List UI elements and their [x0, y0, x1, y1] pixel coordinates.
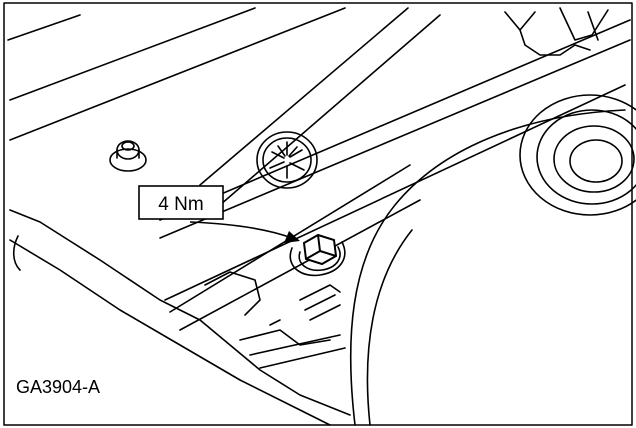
lower-left-panel	[9, 209, 351, 426]
torque-callout-label: 4 Nm	[158, 194, 203, 215]
torque-callout-box	[138, 185, 224, 220]
panel-contour-lines	[7, 7, 631, 331]
leader-arrow	[189, 221, 300, 243]
bolt-boss	[289, 241, 346, 277]
bracket-detail	[504, 7, 609, 56]
figure-border	[3, 2, 633, 426]
hex-bolt	[302, 233, 338, 266]
grommet	[109, 140, 147, 172]
push-pin-retainer	[256, 131, 318, 189]
figure-id-label: GA3904-A	[16, 377, 100, 397]
hinge-bracket	[204, 271, 341, 326]
round-component	[349, 94, 636, 426]
